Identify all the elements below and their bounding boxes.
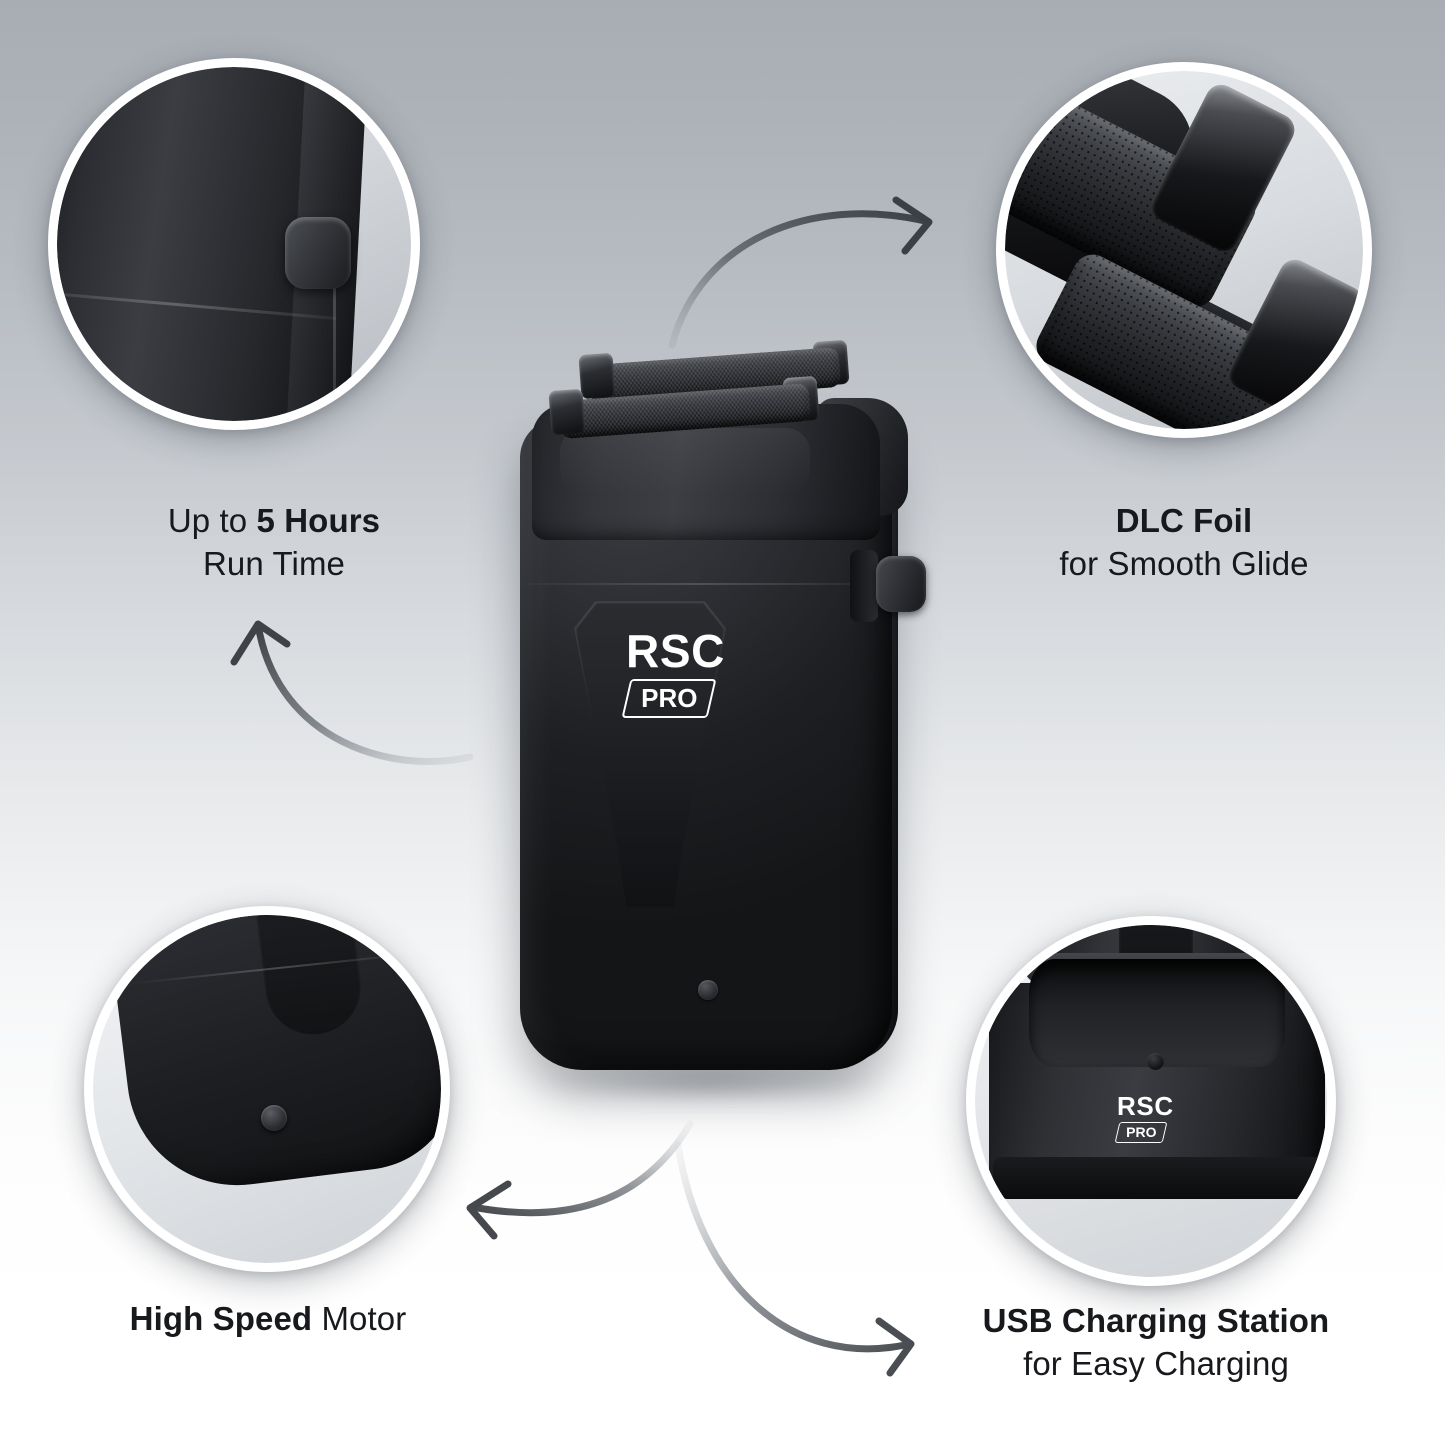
product-logo-pro-badge: PRO (621, 679, 717, 718)
up-arrow-marking-icon (668, 562, 702, 579)
feature-label-usb-charging-station: USB Charging Station for Easy Charging (946, 1300, 1366, 1386)
inset-image-side-button (57, 67, 411, 421)
arrow-to-charging-station (674, 1141, 915, 1377)
charging-line2: for Easy Charging (1023, 1344, 1289, 1382)
feature-inset-run-time[interactable] (48, 58, 420, 430)
charge-led-indicator (698, 980, 718, 1000)
product-brand-logo: RSC PRO (621, 625, 725, 718)
inset-image-charging-dock: RSC PRO (975, 925, 1327, 1277)
foil-end-cap (578, 352, 616, 400)
run-time-line1: Up to 5 Hours (167, 502, 381, 539)
led-indicator-closeup (261, 1105, 287, 1131)
feature-label-run-time: Up to 5 Hours Run Time (64, 500, 484, 586)
arrow-to-dlc-foil (668, 196, 933, 349)
dlc-foil-line1: DLC Foil (1115, 502, 1253, 539)
feature-inset-high-speed-motor[interactable] (84, 906, 450, 1272)
arrow-to-run-time (230, 620, 474, 765)
charging-pin-icon (1147, 1053, 1164, 1070)
dock-logo-pro-badge: PRO (1114, 1122, 1168, 1143)
foil-end-cap (548, 388, 586, 436)
feature-label-dlc-foil: DLC Foil for Smooth Glide (974, 500, 1394, 586)
motor-line1: High Speed Motor (129, 1300, 407, 1337)
dock-logo-rsc: RSC (1117, 1091, 1174, 1121)
head-highlight (560, 428, 810, 494)
side-trimmer-button-closeup (285, 217, 351, 289)
inset-image-shaver-base (93, 915, 441, 1263)
product-logo-rsc: RSC (626, 625, 725, 677)
dlc-foil-line2: for Smooth Glide (1059, 544, 1309, 582)
run-time-line2: Run Time (202, 544, 346, 582)
dock-brand-logo: RSC PRO (1114, 1091, 1174, 1143)
feature-inset-usb-charging-station[interactable]: RSC PRO (966, 916, 1336, 1286)
arrow-to-motor (466, 1120, 694, 1240)
side-button-groove (850, 550, 878, 622)
charging-line1: USB Charging Station (982, 1302, 1330, 1339)
inset-image-dlc-foil (1005, 71, 1363, 429)
product-image-shaver[interactable]: RSC PRO (498, 339, 928, 1104)
body-seam (526, 583, 878, 585)
feature-label-high-speed-motor: High Speed Motor (56, 1298, 480, 1341)
feature-inset-dlc-foil[interactable] (996, 62, 1372, 438)
pop-up-trimmer-button[interactable] (876, 556, 926, 612)
